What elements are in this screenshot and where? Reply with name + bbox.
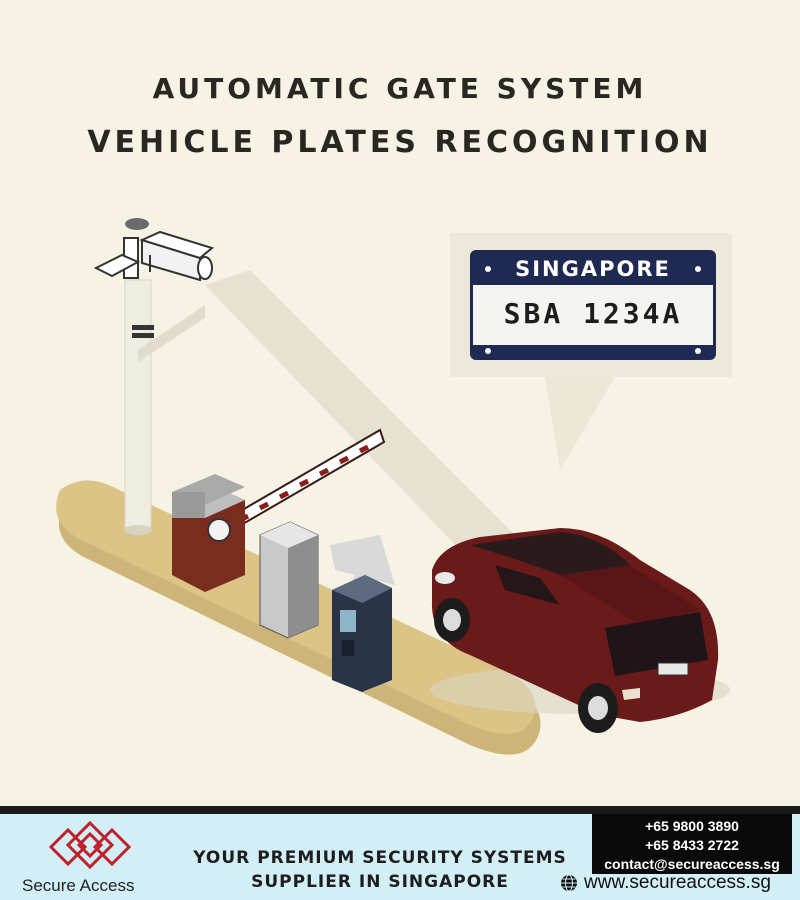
headline-line-1: AUTOMATIC GATE SYSTEM <box>152 72 648 105</box>
plate-bottom-band <box>473 345 713 357</box>
headline-line-2: VEHICLE PLATES RECOGNITION <box>87 125 713 160</box>
camera-beam <box>205 270 520 560</box>
camera-pole <box>124 279 152 531</box>
plate-region: SINGAPORE <box>473 253 713 285</box>
tagline-line-1: YOUR PREMIUM SECURITY SYSTEMS <box>193 848 567 868</box>
phone-number-1[interactable]: +65 9800 3890 <box>645 818 739 834</box>
footer-divider <box>0 806 800 814</box>
tagline-line-2: SUPPLIER IN SINGAPORE <box>251 872 509 892</box>
brand-name: Secure Access <box>22 876 135 895</box>
gate-illustration <box>56 218 732 755</box>
pole-sign <box>138 305 205 362</box>
email-address[interactable]: contact@secureaccess.sg <box>604 856 780 872</box>
plate-bolt-icon <box>485 266 491 272</box>
plate-bolt-icon <box>695 348 701 354</box>
website-row[interactable]: www.secureaccess.sg <box>560 871 771 895</box>
contact-box: +65 9800 3890 +65 8433 2722 contact@secu… <box>592 814 792 874</box>
license-plate: SINGAPORE SBA 1234A <box>470 250 716 360</box>
plate-bolt-icon <box>485 348 491 354</box>
cctv-camera-icon <box>93 218 215 282</box>
plate-bolt-icon <box>695 266 701 272</box>
car-icon <box>430 528 730 733</box>
phone-number-2[interactable]: +65 8433 2722 <box>645 837 739 853</box>
boom-barrier-icon <box>172 474 245 592</box>
website-link[interactable]: www.secureaccess.sg <box>584 872 771 893</box>
plate-pointer <box>545 377 615 470</box>
secure-access-logo <box>48 820 132 870</box>
boom-barrier-arm <box>223 428 386 534</box>
payment-kiosk-icon <box>332 575 392 692</box>
tagline: YOUR PREMIUM SECURITY SYSTEMS SUPPLIER I… <box>175 846 585 894</box>
arrow-marks-icon <box>132 325 154 338</box>
direction-arrow-icon <box>330 535 395 600</box>
globe-icon <box>561 874 577 892</box>
ticket-machine-icon <box>259 521 319 639</box>
plate-number: SBA 1234A <box>503 297 683 330</box>
